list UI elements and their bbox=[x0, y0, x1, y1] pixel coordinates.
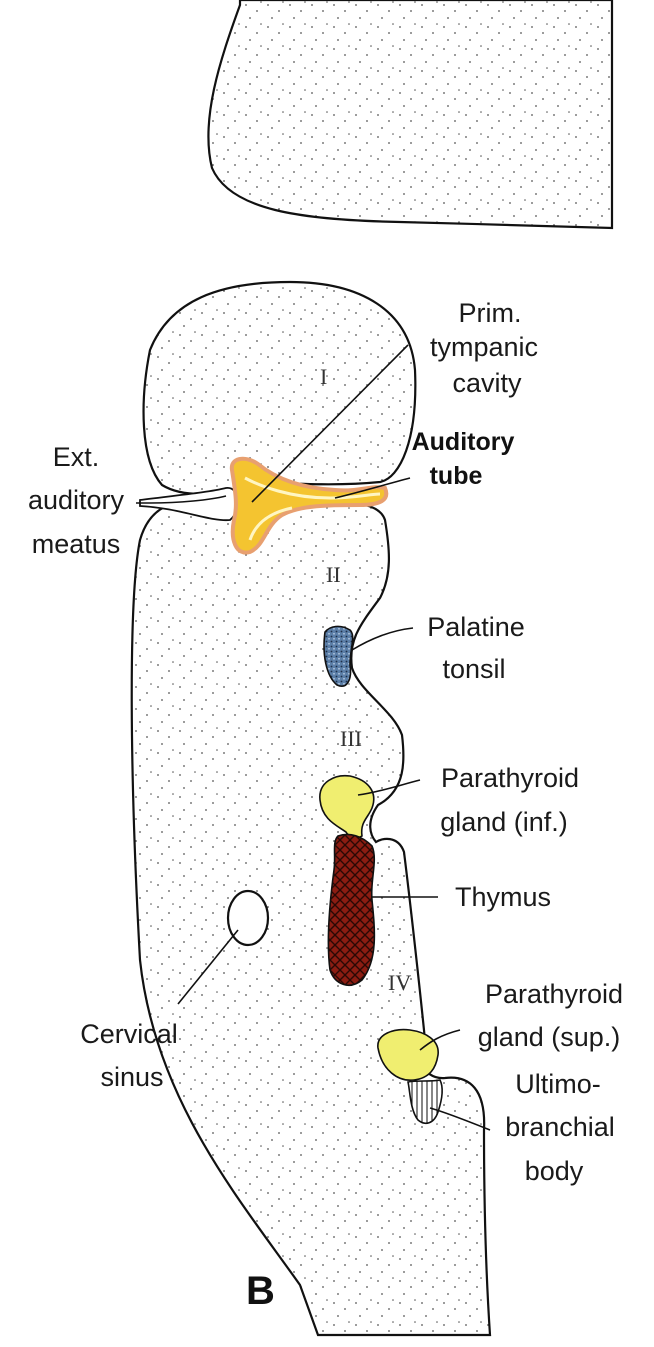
svg-text:Thymus: Thymus bbox=[455, 882, 551, 912]
leader-palatine-tonsil bbox=[352, 628, 413, 650]
svg-text:tympanic: tympanic bbox=[430, 332, 538, 362]
svg-text:branchial: branchial bbox=[505, 1112, 615, 1142]
svg-text:Palatine: Palatine bbox=[427, 612, 525, 642]
svg-text:cavity: cavity bbox=[452, 368, 522, 398]
svg-text:auditory: auditory bbox=[28, 485, 125, 515]
label-palatine-tonsil: Palatine tonsil bbox=[427, 612, 525, 684]
svg-text:gland (sup.): gland (sup.) bbox=[478, 1022, 621, 1052]
cervical-sinus bbox=[228, 891, 268, 945]
svg-text:Parathyroid: Parathyroid bbox=[485, 979, 623, 1009]
label-ultimobranchial-body: Ultimo- branchial body bbox=[505, 1069, 615, 1186]
label-parathyroid-inf: Parathyroid gland (inf.) bbox=[440, 763, 579, 837]
svg-text:tube: tube bbox=[430, 462, 483, 490]
arch-numeral-1: I bbox=[320, 364, 327, 389]
arch-1 bbox=[144, 282, 416, 494]
svg-text:Cervical: Cervical bbox=[80, 1019, 178, 1049]
thymus bbox=[328, 834, 374, 985]
head-region bbox=[208, 0, 612, 228]
panel-letter: B bbox=[246, 1269, 275, 1313]
label-auditory-tube: Auditory tube bbox=[412, 428, 515, 490]
label-thymus: Thymus bbox=[455, 882, 551, 912]
svg-text:Ext.: Ext. bbox=[53, 442, 100, 472]
svg-text:Parathyroid: Parathyroid bbox=[441, 763, 579, 793]
svg-text:Ultimo-: Ultimo- bbox=[515, 1069, 601, 1099]
svg-text:gland (inf.): gland (inf.) bbox=[440, 807, 568, 837]
svg-text:Auditory: Auditory bbox=[412, 428, 515, 456]
svg-text:body: body bbox=[525, 1156, 584, 1186]
label-parathyroid-sup: Parathyroid gland (sup.) bbox=[478, 979, 623, 1052]
label-prim-tympanic-cavity: Prim. tympanic cavity bbox=[430, 298, 538, 398]
arch-numeral-3: III bbox=[340, 726, 362, 751]
svg-text:Prim.: Prim. bbox=[459, 298, 522, 328]
label-ext-auditory-meatus: Ext. auditory meatus bbox=[28, 442, 125, 559]
svg-text:meatus: meatus bbox=[32, 529, 121, 559]
arch-numeral-4: IV bbox=[388, 970, 411, 995]
svg-text:tonsil: tonsil bbox=[442, 654, 505, 684]
svg-text:sinus: sinus bbox=[100, 1062, 163, 1092]
arch-numeral-2: II bbox=[326, 562, 341, 587]
